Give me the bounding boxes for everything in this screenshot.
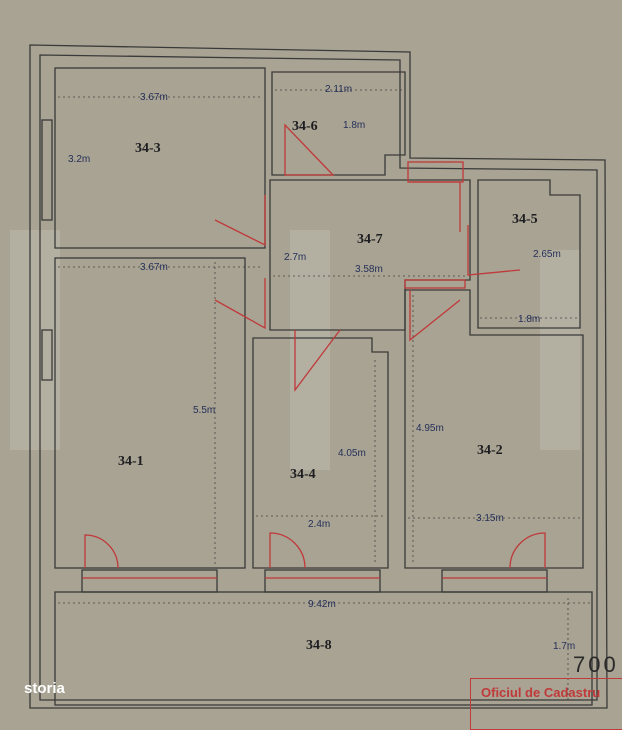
room-label-34-1: 34-1: [118, 454, 144, 469]
dim-34-8-width: 9.42m: [308, 599, 336, 610]
dim-34-6-height: 1.8m: [343, 120, 365, 131]
room-34-2: [404, 289, 584, 569]
dim-34-2-width: 3.15m: [476, 513, 504, 524]
room-label-34-5: 34-5: [512, 212, 538, 227]
cadastre-stamp: Oficiul de Cadastru: [470, 678, 622, 730]
dim-34-1-width: 3.67m: [140, 262, 168, 273]
stamp-text: Oficiul de Cadastru: [481, 685, 601, 700]
dim-34-4-width: 2.4m: [308, 519, 330, 530]
storia-logo: storia: [24, 680, 65, 697]
doors: [82, 123, 547, 579]
margin-number: 700: [573, 652, 619, 677]
room-label-34-3: 34-3: [135, 141, 161, 156]
room-label-34-8: 34-8: [306, 638, 332, 653]
dim-34-7-height: 2.7m: [284, 252, 306, 263]
dim-34-2-height: 4.95m: [416, 423, 444, 434]
dim-34-1-height: 5.5m: [193, 405, 215, 416]
dimension-lines: [58, 89, 590, 702]
dim-34-8-height: 1.7m: [553, 641, 575, 652]
room-34-3: [54, 67, 266, 249]
dim-34-7-width: 3.58m: [355, 264, 383, 275]
windows: [41, 119, 548, 593]
outer-wall-inner: [39, 54, 598, 701]
room-34-6: [271, 71, 406, 176]
outer-wall: [29, 44, 608, 709]
room-label-34-4: 34-4: [290, 467, 316, 482]
dim-34-4-height: 4.05m: [338, 448, 366, 459]
room-34-4: [252, 337, 389, 569]
dim-34-6-width: 2.11m: [325, 84, 352, 95]
dim-34-3-width: 3.67m: [140, 92, 168, 103]
room-34-1: [54, 257, 246, 569]
dim-34-5-height: 2.65m: [533, 249, 561, 260]
room-label-34-2: 34-2: [477, 443, 503, 458]
dim-34-3-height: 3.2m: [68, 154, 90, 165]
dim-34-5-width: 1.8m: [518, 314, 540, 325]
room-label-34-7: 34-7: [357, 232, 383, 247]
room-34-5: [477, 179, 581, 329]
room-label-34-6: 34-6: [292, 119, 318, 134]
